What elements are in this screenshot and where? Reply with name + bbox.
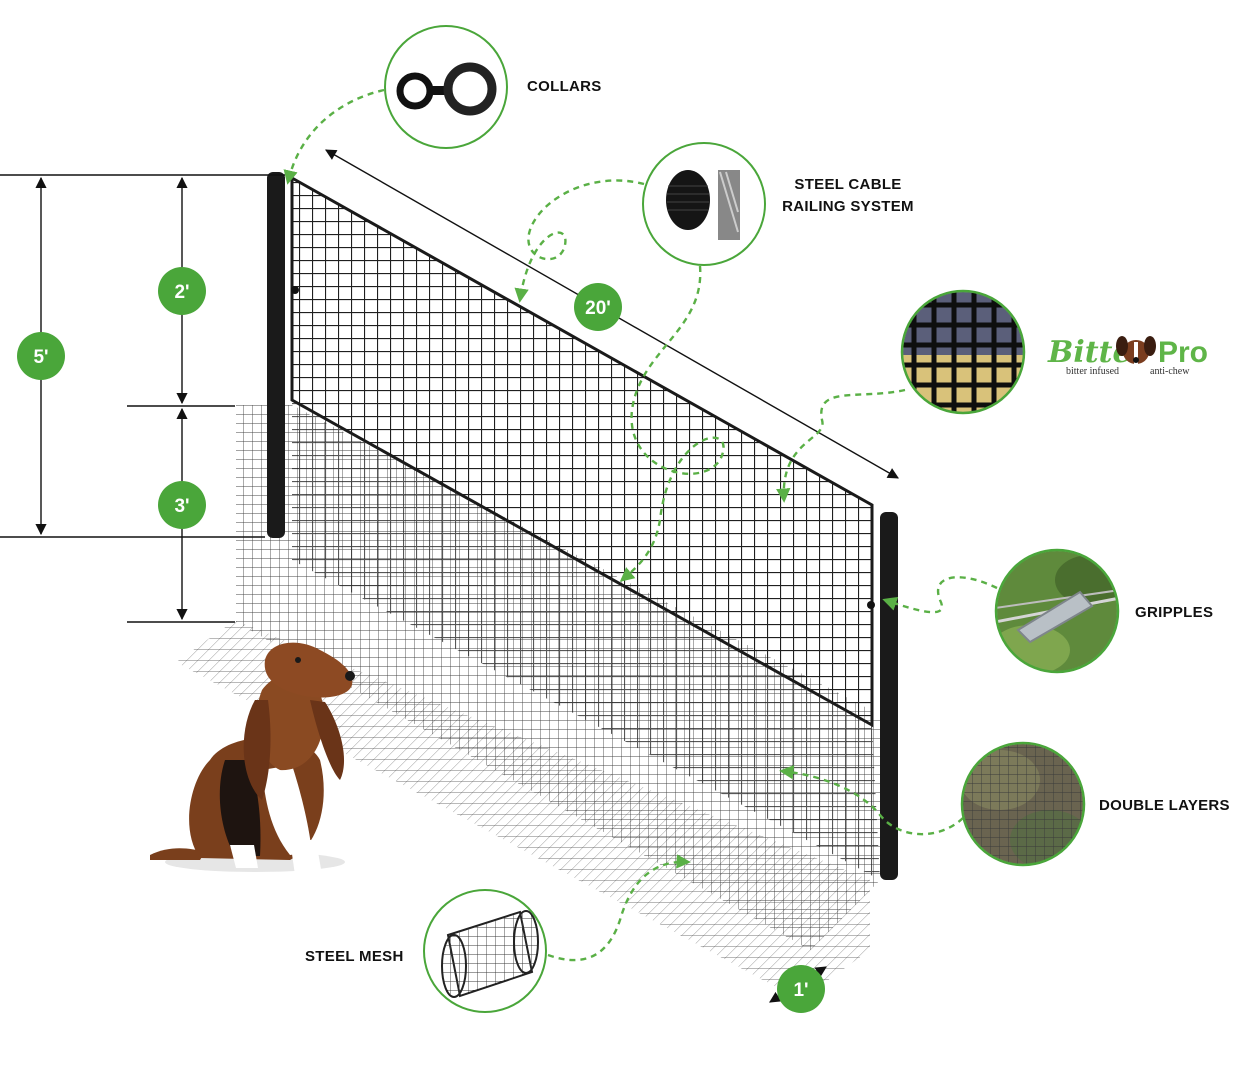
- dimension-badge-20ft: 20': [574, 283, 622, 331]
- svg-text:1': 1': [793, 980, 808, 1001]
- dimension-badge-3ft: 3': [158, 481, 206, 529]
- dimension-badge-2ft: 2': [158, 267, 206, 315]
- collar-icon: [396, 62, 497, 116]
- collars-label: COLLARS: [527, 78, 602, 95]
- double-layer-photo: [963, 744, 1083, 864]
- callout-connectors: [283, 88, 998, 962]
- basset-hound-illustration: [150, 642, 355, 875]
- svg-text:anti-chew: anti-chew: [1150, 366, 1190, 377]
- callout-gripples: GRIPPLES: [994, 548, 1213, 674]
- dimension-badge-5ft: 5': [17, 332, 65, 380]
- bitterpro-logo: Bitter Pro bitter infused anti-chew: [1047, 335, 1208, 377]
- double-layers-label: DOUBLE LAYERS: [1099, 797, 1230, 814]
- callout-bitterpro: Bitter Pro bitter infused anti-chew: [900, 289, 1208, 415]
- callout-steel-cable: STEEL CABLE RAILING SYSTEM: [642, 142, 914, 266]
- gripples-label: GRIPPLES: [1135, 604, 1213, 621]
- steel-mesh-label: STEEL MESH: [305, 948, 404, 965]
- cable-spool-icon: [666, 170, 740, 240]
- callout-collars: COLLARS: [384, 25, 602, 149]
- gripple-photo: [997, 551, 1117, 671]
- steel-cable-label-line2: RAILING SYSTEM: [782, 198, 914, 215]
- svg-text:3': 3': [174, 496, 189, 517]
- steel-cable-label-line1: STEEL CABLE: [794, 176, 901, 193]
- callout-double-layers: DOUBLE LAYERS: [960, 741, 1230, 867]
- dog-face-icon: [1116, 336, 1156, 364]
- svg-text:2': 2': [174, 282, 189, 303]
- left-post: [267, 172, 285, 538]
- dimension-badge-1ft: 1': [777, 965, 825, 1013]
- svg-text:Pro: Pro: [1158, 336, 1208, 369]
- ground-skirt-mesh: [176, 620, 870, 1000]
- callout-steel-mesh: STEEL MESH: [305, 889, 547, 1013]
- bitter-mesh-photo: [903, 292, 1023, 412]
- svg-text:5': 5': [33, 347, 48, 368]
- svg-text:20': 20': [585, 298, 611, 319]
- svg-text:bitter infused: bitter infused: [1066, 366, 1119, 377]
- mesh-roll-icon: [441, 910, 539, 998]
